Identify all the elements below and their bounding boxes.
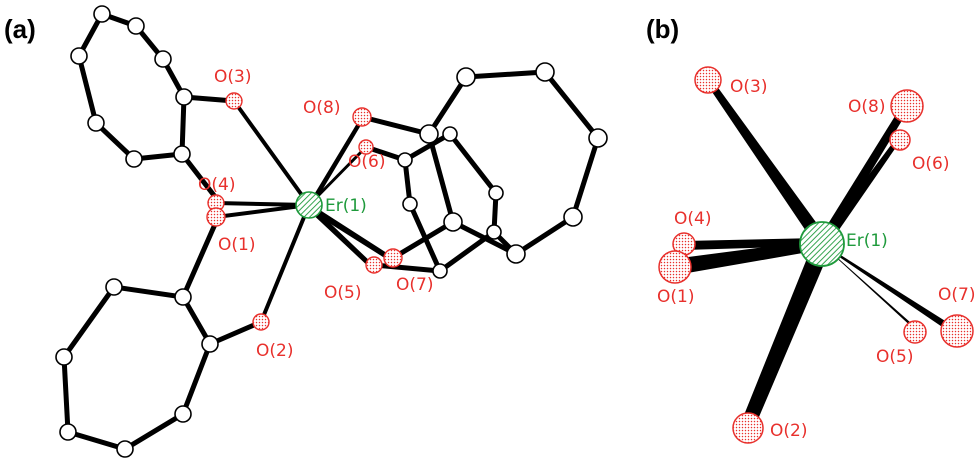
label-o4-a: O(4): [198, 175, 235, 195]
panel-a-structure: O(3) O(8) O(6) O(4) O(1) Er(1) O(5) O(7)…: [55, 5, 608, 458]
carbon-atom: [105, 278, 123, 296]
ring-b-bonds: [61, 219, 264, 452]
carbon-atom: [70, 47, 88, 65]
carbon-atom: [419, 124, 439, 144]
carbon-atom: [174, 288, 192, 306]
oxygen-atom-o8: [352, 107, 372, 127]
carbon-atom: [125, 150, 143, 168]
label-o1-a: O(1): [218, 235, 255, 255]
carbon-atom: [443, 212, 463, 232]
carbon-atom: [432, 263, 448, 279]
carbon-atom: [175, 88, 193, 106]
oxygen-atoms-a: [206, 92, 403, 331]
erbium-atom-b: [799, 221, 845, 267]
carbon-atom: [154, 50, 172, 68]
label-o5-b: O(5): [876, 347, 913, 367]
carbon-atom: [55, 348, 73, 366]
oxygen-atom-o8: [890, 89, 924, 123]
oxygen-atom-o5: [903, 320, 927, 344]
carbon-atom: [201, 335, 219, 353]
label-er1-a: Er(1): [325, 196, 367, 216]
oxygen-atom-o2: [252, 313, 270, 331]
panel-label-b: (b): [646, 14, 679, 44]
oxygen-atom-o7: [383, 248, 403, 268]
carbon-atom: [93, 5, 111, 23]
carbon-atom: [588, 128, 608, 148]
oxygen-atom-o2: [732, 412, 764, 444]
ring-c-bonds: [359, 69, 601, 261]
carbon-atom: [402, 196, 418, 212]
oxygen-atom-o5: [365, 256, 383, 274]
carbon-atom: [442, 126, 458, 142]
label-er1-b: Er(1): [846, 231, 888, 251]
erbium-atom-a: [295, 191, 323, 219]
oxygen-atom-o3: [694, 66, 722, 94]
carbon-atom: [397, 152, 413, 168]
oxygen-atoms-b: [658, 66, 974, 444]
ring-a-bonds: [76, 11, 237, 201]
carbon-atom: [486, 224, 502, 240]
carbon-atom: [506, 244, 526, 264]
oxygen-atom-o6: [358, 139, 374, 155]
label-o8-b: O(8): [848, 97, 885, 117]
label-o4-b: O(4): [674, 209, 711, 229]
carbon-atom: [456, 67, 476, 87]
label-o7-b: O(7): [938, 285, 975, 305]
panel-label-a: (a): [4, 14, 36, 44]
label-o8-a: O(8): [303, 98, 340, 118]
carbon-atom: [488, 185, 504, 201]
label-o2-b: O(2): [770, 421, 807, 441]
carbon-atom: [116, 440, 134, 458]
panel-b-coordination: O(3) O(8) O(6) O(4) Er(1) O(1) O(7) O(5)…: [657, 66, 975, 444]
carbon-atom: [87, 114, 105, 132]
label-o7-a: O(7): [396, 275, 433, 295]
er-o-bonds-a: [214, 99, 393, 324]
label-o3-b: O(3): [730, 77, 767, 97]
oxygen-atom-o7: [940, 314, 974, 348]
label-o2-a: O(2): [256, 341, 293, 361]
label-o1-b: O(1): [657, 287, 694, 307]
er-o-bonds-b: [673, 78, 957, 424]
oxygen-atom-o3: [225, 92, 243, 110]
carbon-atom: [127, 17, 145, 35]
carbon-atom: [174, 405, 192, 423]
oxygen-atom-o1: [658, 250, 692, 284]
carbon-atom: [59, 423, 77, 441]
label-o5-a: O(5): [324, 283, 361, 303]
carbon-atom: [535, 62, 555, 82]
carbon-atom: [173, 145, 191, 163]
carbon-atom: [563, 207, 583, 227]
label-o3-a: O(3): [214, 67, 251, 87]
label-o6-a: O(6): [348, 152, 385, 172]
oxygen-atom-o6: [889, 129, 911, 151]
oxygen-atom-o1: [206, 207, 226, 227]
label-o6-b: O(6): [912, 154, 949, 174]
carbon-atoms-a: [55, 5, 608, 458]
